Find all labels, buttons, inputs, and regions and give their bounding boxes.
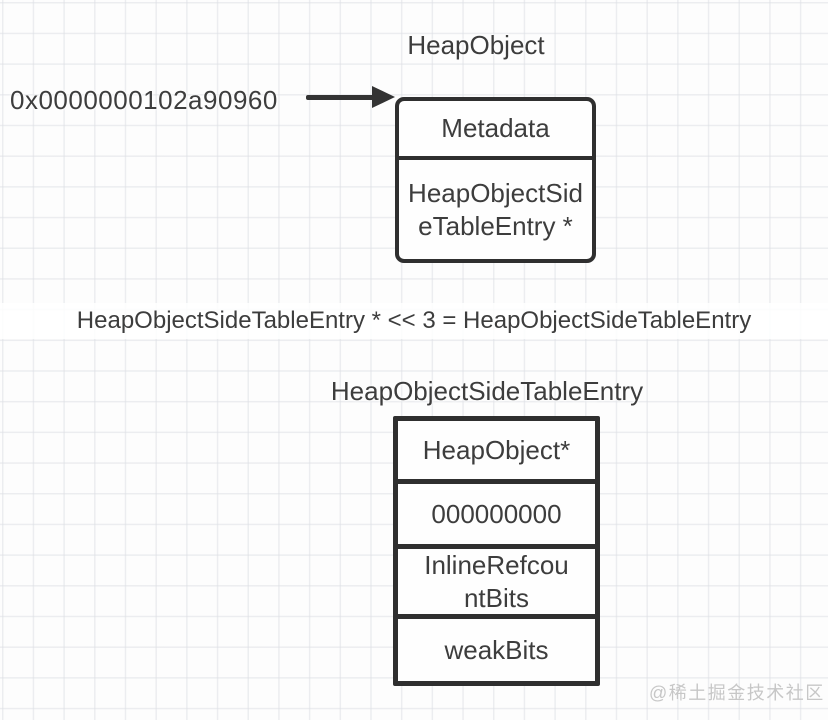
arrow-head-icon: [372, 86, 395, 108]
sidetable-memory-box: HeapObject* 000000000 InlineRefcou ntBit…: [393, 416, 600, 686]
sidetable-cell-weak-bits: weakBits: [444, 634, 549, 665]
sidetable-cell-heapobject-pointer: HeapObject*: [398, 421, 595, 484]
heapobject-cell-sidetable-pointer: HeapObjectSid eTableEntry *: [408, 178, 583, 241]
heapobject-cell-metadata: Metadata: [399, 101, 592, 160]
heapobject-memory-box: Metadata HeapObjectSid eTableEntry *: [395, 97, 596, 263]
sidetable-title: HeapObjectSideTableEntry: [330, 376, 644, 406]
sidetable-cell-inline-refcount-bits: InlineRefcou ntBits: [398, 549, 595, 619]
pointer-address-label: 0x0000000102a90960: [10, 85, 278, 115]
sidetable-cell-zero-bits: 000000000: [398, 484, 595, 549]
shift-formula-label: HeapObjectSideTableEntry * << 3 = HeapOb…: [0, 303, 828, 339]
arrow-line: [306, 95, 376, 100]
heapobject-title: HeapObject: [407, 30, 545, 60]
community-watermark: @稀土掘金技术社区: [649, 683, 825, 703]
